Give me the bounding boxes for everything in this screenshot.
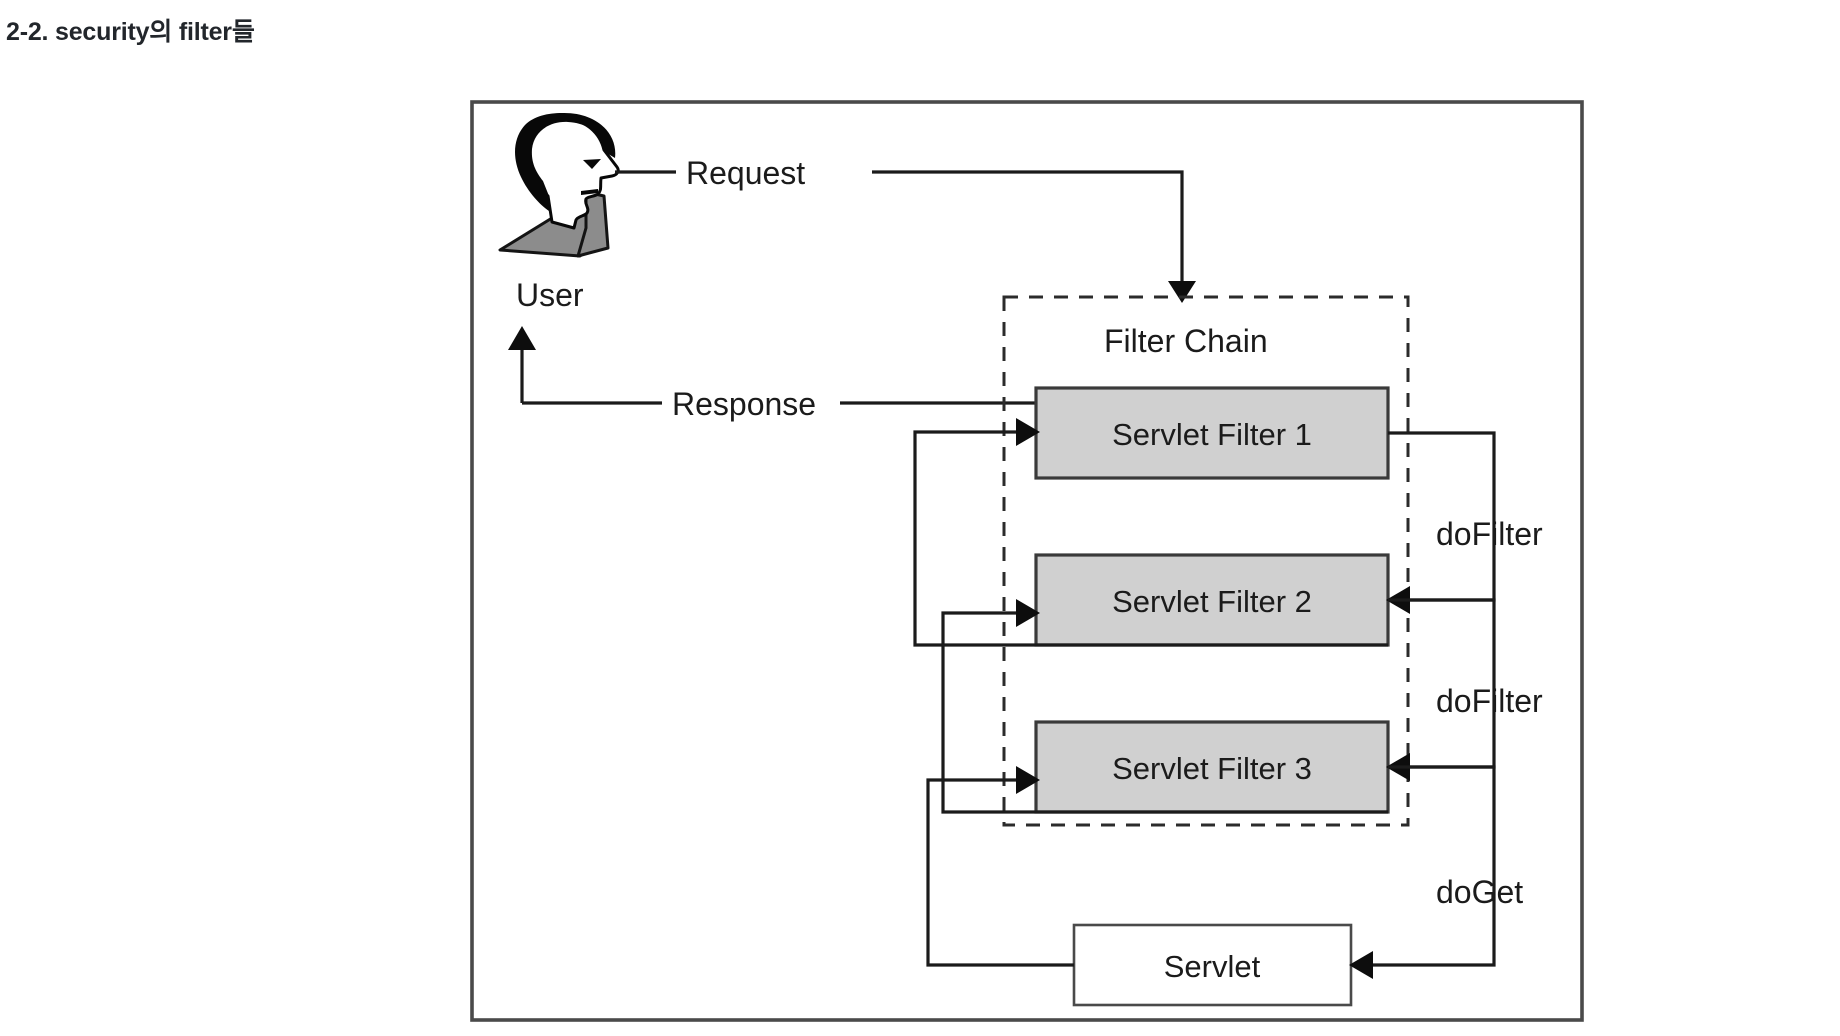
user-eye-icon xyxy=(583,159,601,169)
return-filter3-to-filter2 xyxy=(941,599,1388,814)
doget-label: doGet xyxy=(1436,874,1523,910)
user-actor: User xyxy=(498,112,620,313)
return-filter2-line xyxy=(913,430,1388,647)
request-flow: Request xyxy=(615,155,1196,303)
request-label: Request xyxy=(686,155,805,191)
filter-chain-dashed-box xyxy=(1002,295,1410,827)
dofilter-2-flow: doFilter xyxy=(1386,598,1543,781)
dofilter-1-label: doFilter xyxy=(1436,516,1543,552)
filter-chain-label: Filter Chain xyxy=(1104,323,1268,359)
return-servlet-to-filter3 xyxy=(926,766,1074,967)
servlet-filter-1-label: Servlet Filter 1 xyxy=(1112,417,1312,452)
servlet-label: Servlet xyxy=(1164,949,1261,984)
servlet-box[interactable] xyxy=(1072,923,1353,1007)
return-filter3-arrowhead-icon xyxy=(1016,599,1040,627)
return-filter2-arrowhead-icon xyxy=(1016,418,1040,446)
request-arrowhead-icon xyxy=(1168,281,1196,303)
response-flow: Response xyxy=(508,326,1035,422)
return-filter3-line xyxy=(941,611,1388,814)
servlet-filter-2-group[interactable]: Servlet Filter 2 xyxy=(1034,553,1390,647)
user-mouth-icon xyxy=(581,189,598,195)
doget-line xyxy=(1371,765,1496,967)
servlet-filter-3-box[interactable] xyxy=(1034,720,1390,814)
user-shoulder-right-icon xyxy=(576,190,610,258)
return-filter2-to-filter1 xyxy=(913,418,1388,647)
request-line xyxy=(872,170,1184,283)
doget-arrowhead-icon xyxy=(1349,951,1373,979)
return-servlet-line xyxy=(926,778,1074,967)
servlet-filter-3-group[interactable]: Servlet Filter 3 xyxy=(1034,720,1390,814)
servlet-filter-1-group[interactable]: Servlet Filter 1 xyxy=(1034,386,1390,480)
diagram-frame xyxy=(470,100,1584,1022)
page-title: 2-2. security의 filter들 xyxy=(6,18,255,46)
servlet-filter-3-label: Servlet Filter 3 xyxy=(1112,751,1312,786)
servlet-filter-2-label: Servlet Filter 2 xyxy=(1112,584,1312,619)
user-hair-icon xyxy=(515,112,616,211)
dofilter-1-flow: doFilter xyxy=(1386,431,1543,614)
user-label: User xyxy=(516,277,584,313)
filter-chain-group: Filter Chain xyxy=(1002,295,1410,827)
response-label: Response xyxy=(672,386,816,422)
servlet-group[interactable]: Servlet xyxy=(1072,923,1353,1007)
doget-flow: doGet xyxy=(1349,765,1523,979)
return-servlet-arrowhead-icon xyxy=(1016,766,1040,794)
response-arrowhead-icon xyxy=(508,326,536,350)
dofilter-2-label: doFilter xyxy=(1436,683,1543,719)
